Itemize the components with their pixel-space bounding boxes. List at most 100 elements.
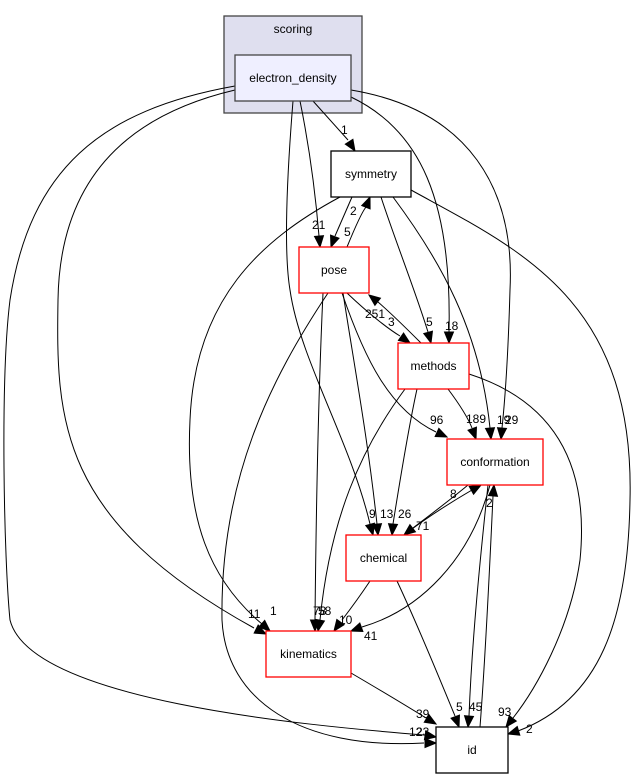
edge-line bbox=[403, 489, 473, 536]
edge-symmetry-to-kinematics[interactable]: 1 bbox=[188, 196, 341, 632]
edge-pose-to-symmetry[interactable]: 2 bbox=[346, 195, 371, 248]
edge-line bbox=[350, 672, 427, 719]
edge-line bbox=[3, 85, 425, 736]
edge-kinematics-to-id[interactable]: 39 bbox=[350, 672, 438, 725]
edge-pose-to-conformation[interactable]: 96 bbox=[341, 292, 449, 438]
edge-label[interactable]: 29 bbox=[505, 413, 519, 427]
edge-label[interactable]: 251 bbox=[365, 307, 385, 321]
edge-label[interactable]: 10 bbox=[339, 613, 353, 627]
edge-label[interactable]: 45 bbox=[469, 700, 483, 714]
edge-label[interactable]: 1 bbox=[270, 604, 277, 618]
edge-label[interactable]: 5 bbox=[456, 700, 463, 714]
edge-methods-to-id[interactable]: 93 bbox=[468, 373, 582, 729]
edge-label[interactable]: 5 bbox=[344, 225, 351, 239]
arrowhead-icon bbox=[387, 523, 399, 537]
edge-line bbox=[380, 196, 429, 333]
edge-label[interactable]: 11 bbox=[248, 607, 261, 621]
edge-chemical-to-conformation[interactable]: 8 bbox=[403, 484, 483, 536]
edge-pose-to-methods[interactable]: 3 bbox=[346, 292, 412, 344]
edge-label[interactable]: 58 bbox=[318, 604, 332, 618]
arrowhead-icon bbox=[253, 624, 268, 635]
edge-chemical-to-id[interactable]: 5 bbox=[396, 580, 463, 729]
edge-symmetry-to-conformation[interactable]: 19 bbox=[392, 196, 511, 441]
node-label: electron_density bbox=[249, 71, 336, 85]
node-pose[interactable]: pose bbox=[298, 246, 370, 294]
edge-label[interactable]: 12 bbox=[409, 725, 423, 739]
arrowhead-icon bbox=[496, 427, 508, 441]
edge-chemical-to-kinematics[interactable]: 10 bbox=[333, 580, 371, 633]
edge-label[interactable]: 1 bbox=[341, 123, 348, 137]
arrowhead-icon bbox=[330, 234, 340, 249]
arrowhead-icon bbox=[468, 484, 483, 496]
arrowhead-icon bbox=[364, 522, 376, 537]
node-box bbox=[397, 342, 470, 390]
edge-electron_density-to-chemical[interactable]: 9 bbox=[286, 100, 376, 537]
edge-label[interactable]: 39 bbox=[416, 707, 430, 721]
edge-conformation-to-id[interactable]: 45 bbox=[463, 484, 489, 729]
edge-methods-to-conformation[interactable]: 189 bbox=[447, 388, 486, 441]
edge-methods-to-pose[interactable]: 251 bbox=[365, 294, 422, 344]
edge-line bbox=[341, 580, 371, 621]
edge-label[interactable]: 23 bbox=[416, 725, 430, 739]
edge-symmetry-to-id[interactable]: 2 bbox=[410, 189, 631, 736]
edge-line bbox=[361, 484, 491, 628]
edge-line bbox=[346, 206, 367, 248]
edge-electron_density-to-symmetry[interactable]: 1 bbox=[312, 100, 356, 153]
arrowhead-icon bbox=[257, 619, 271, 632]
arrowhead-icon bbox=[487, 483, 499, 497]
edge-label[interactable]: 41 bbox=[364, 629, 378, 643]
edge-label[interactable]: 78 bbox=[313, 604, 327, 618]
edge-symmetry-to-methods[interactable]: 5 bbox=[380, 196, 434, 345]
node-kinematics[interactable]: kinematics bbox=[265, 630, 352, 678]
edge-line bbox=[299, 100, 320, 237]
edge-label[interactable]: 18 bbox=[445, 319, 459, 333]
arrowhead-icon bbox=[424, 737, 438, 749]
arrowhead-icon bbox=[434, 427, 449, 438]
edge-label[interactable]: 71 bbox=[416, 519, 430, 533]
node-box bbox=[345, 534, 422, 582]
edge-pose-to-id[interactable]: 23 bbox=[221, 292, 438, 749]
edge-line bbox=[396, 580, 456, 717]
node-methods[interactable]: methods bbox=[397, 342, 470, 390]
edge-label[interactable]: 13 bbox=[380, 507, 394, 521]
edge-line bbox=[377, 301, 422, 344]
edge-label[interactable]: 3 bbox=[388, 315, 395, 329]
edge-electron_density-to-conformation[interactable]: 29 bbox=[350, 89, 519, 441]
edge-electron_density-to-kinematics[interactable]: 11 bbox=[57, 89, 268, 635]
edge-electron_density-to-pose[interactable]: 21 bbox=[299, 100, 326, 249]
arrowhead-icon bbox=[360, 195, 371, 210]
node-chemical[interactable]: chemical bbox=[345, 534, 422, 582]
arrowhead-icon bbox=[423, 729, 438, 741]
edge-label[interactable]: 21 bbox=[312, 218, 326, 232]
edge-line bbox=[468, 484, 489, 717]
edge-label[interactable]: 8 bbox=[450, 487, 457, 501]
edge-label[interactable]: 2 bbox=[350, 204, 357, 218]
edge-id-to-conformation[interactable]: 2 bbox=[479, 483, 499, 728]
edge-label[interactable]: 2 bbox=[486, 496, 493, 510]
edge-label[interactable]: 189 bbox=[466, 412, 486, 426]
arrowhead-icon bbox=[443, 331, 455, 345]
edge-label[interactable]: 93 bbox=[498, 705, 512, 719]
node-conformation[interactable]: conformation bbox=[446, 438, 544, 486]
edge-line bbox=[350, 96, 450, 333]
node-id[interactable]: id bbox=[435, 726, 509, 774]
edge-pose-to-kinematics[interactable]: 78 bbox=[309, 292, 327, 633]
node-box bbox=[298, 246, 370, 294]
node-electron-density[interactable]: electron_density bbox=[234, 54, 352, 102]
edge-label[interactable]: 5 bbox=[426, 315, 433, 329]
edge-methods-to-kinematics[interactable]: 58 bbox=[314, 388, 406, 633]
edge-electron_density-to-id[interactable]: 12 bbox=[3, 85, 438, 741]
edge-conformation-to-kinematics[interactable]: 41 bbox=[349, 484, 491, 643]
node-box bbox=[435, 726, 509, 774]
edge-methods-to-chemical[interactable]: 26 bbox=[387, 388, 418, 537]
edge-symmetry-to-pose[interactable]: 5 bbox=[330, 196, 353, 249]
edge-label[interactable]: 2 bbox=[526, 722, 533, 736]
edge-label[interactable]: 96 bbox=[430, 413, 444, 427]
arrowhead-icon bbox=[344, 138, 356, 153]
edge-label[interactable]: 26 bbox=[398, 507, 412, 521]
node-symmetry[interactable]: symmetry bbox=[330, 150, 412, 198]
edge-label[interactable]: 19 bbox=[497, 413, 511, 427]
arrowhead-icon bbox=[349, 622, 364, 632]
edge-label[interactable]: 9 bbox=[369, 507, 376, 521]
edge-pose-to-chemical[interactable]: 13 bbox=[342, 292, 394, 537]
